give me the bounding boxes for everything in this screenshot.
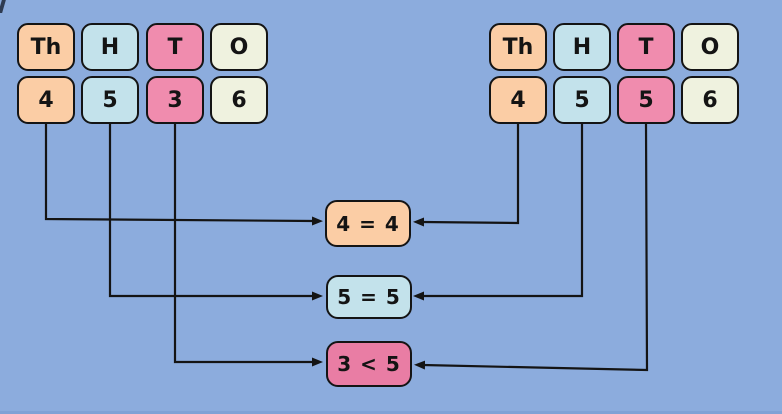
right-digit-hundreds: 5 [553,76,611,124]
right-place-header-t: T [617,23,675,71]
comparison-box-thousands: 4 = 4 [325,200,411,247]
arrow-left-hundreds [108,124,323,301]
left-digit-thousands: 4 [17,76,75,124]
arrow-left-thousands [44,124,323,226]
arrow-right-tens [414,123,649,372]
left-place-header-h: H [81,23,139,71]
right-digit-tens: 5 [617,76,675,124]
comparison-box-hundreds: 5 = 5 [326,275,412,319]
arrow-right-thousands [413,124,520,227]
arrow-left-tens [173,124,323,367]
arrow-right-hundreds [413,124,584,301]
left-digit-tens: 3 [146,76,204,124]
bottom-edge-strip [0,411,782,414]
left-digit-hundreds: 5 [81,76,139,124]
right-digit-thousands: 4 [489,76,547,124]
left-digit-ones: 6 [210,76,268,124]
right-place-header-th: Th [489,23,547,71]
comparison-box-tens: 3 < 5 [326,341,412,387]
right-place-header-o: O [681,23,739,71]
right-place-header-h: H [553,23,611,71]
right-digit-ones: 6 [681,76,739,124]
left-place-header-o: O [210,23,268,71]
left-place-header-th: Th [17,23,75,71]
left-place-header-t: T [146,23,204,71]
